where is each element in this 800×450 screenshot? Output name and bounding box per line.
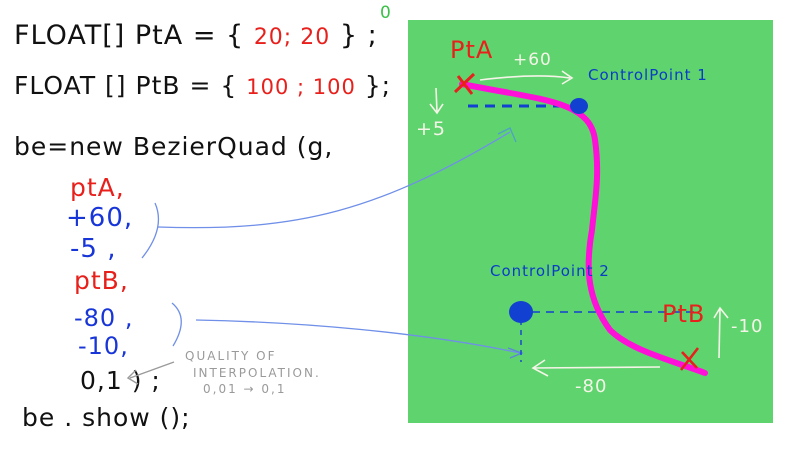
cp2-x-arrow (531, 359, 661, 377)
control-point-1-dot (570, 98, 588, 114)
cp1-x-arrow (479, 70, 574, 85)
control-point-2-label: ControlPoint 2 (490, 262, 610, 280)
annotation-quality-line3: 0,01 → 0,1 (203, 382, 287, 396)
code-line-pta-decl: FLOAT[] PtA = { 20; 20 } ; (14, 22, 378, 49)
annotation-quality-line2: INTERPOLATION. (193, 366, 321, 380)
control-point-1-label: ControlPoint 1 (588, 66, 708, 84)
arg-pta: ptA, (70, 173, 125, 202)
code-line-pta-suffix: } ; (339, 20, 378, 51)
annotation-arrow (126, 361, 175, 385)
control-point-2-dot (509, 301, 533, 323)
code-line-ptb-suffix: }; (364, 71, 392, 100)
cp2-x-offset-label: -80 (575, 376, 608, 397)
code-show-call: be . show (); (22, 403, 191, 432)
cp2-y-arrow (713, 306, 729, 359)
corner-mark: 0 (380, 3, 391, 23)
pta-marker (453, 72, 476, 95)
bezier-curve (459, 81, 708, 376)
arg-cp1-y: -5 , (70, 234, 117, 264)
ptb-label: PtB (662, 300, 706, 328)
pta-values: 20; 20 (253, 25, 331, 50)
annotation-quality-line1: QUALITY OF (185, 349, 277, 363)
pta-label: PtA (450, 36, 494, 64)
connector-cp1-arrowhead (497, 127, 517, 143)
cp1-y-offset-label: +5 (416, 118, 447, 140)
arg-cp2-y: -10, (78, 332, 129, 360)
connector-cp2 (195, 319, 521, 354)
arg-ptb: ptB, (74, 266, 129, 295)
code-line-ptb-prefix: FLOAT [] PtB = { (14, 71, 238, 100)
arg-cp1-x: +60, (66, 203, 134, 233)
bracket-cp2 (171, 302, 182, 347)
cp1-x-offset-label: +60 (513, 50, 552, 70)
bracket-cp1 (141, 202, 159, 259)
connector-cp1 (157, 131, 511, 229)
arg-cp2-x: -80 , (74, 304, 134, 332)
ptb-marker (679, 347, 700, 371)
code-line-ptb-decl: FLOAT [] PtB = { 100 ; 100 }; (14, 73, 391, 98)
ptb-values: 100 ; 100 (246, 75, 356, 99)
cp2-y-offset-label: -10 (731, 316, 764, 337)
code-line-pta-prefix: FLOAT[] PtA = { (14, 20, 245, 51)
cp1-y-arrow (429, 87, 444, 115)
connector-cp2-arrowhead (507, 347, 524, 359)
code-constructor-line: be=new BezierQuad (g, (14, 132, 334, 161)
